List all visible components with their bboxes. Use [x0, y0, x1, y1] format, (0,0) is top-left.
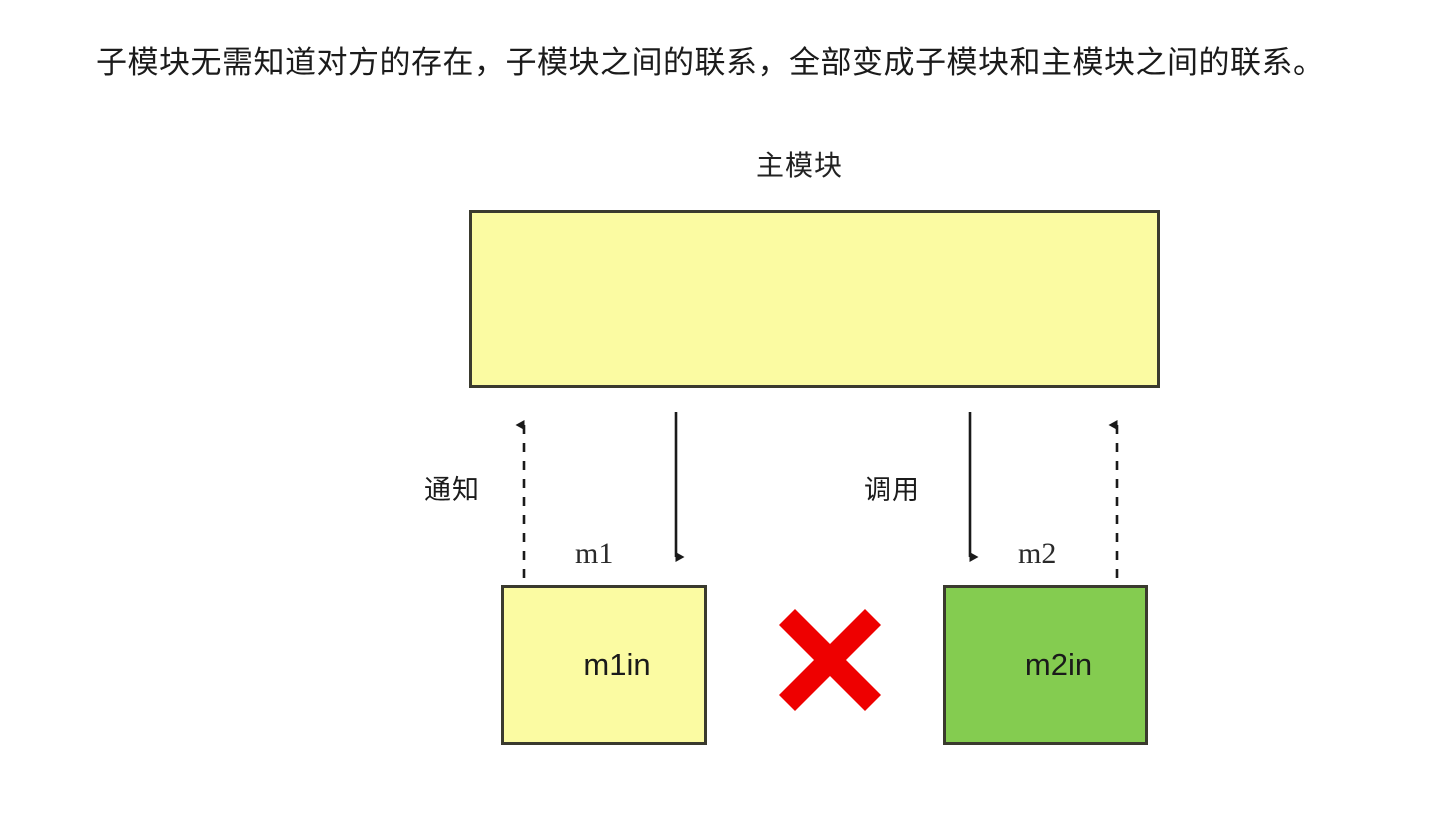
sub-module-box-m1in: m1in [501, 585, 707, 745]
red-x-icon [779, 609, 881, 711]
sub-module-box-m1in-text: m1in [583, 647, 651, 682]
main-module-box [469, 210, 1160, 388]
sub-module-box-m2in: m2in [943, 585, 1148, 745]
main-module-caption: 主模块 [756, 150, 844, 181]
sub-module-label-m2: m2 [1018, 537, 1057, 570]
page-title: 子模块无需知道对方的存在，子模块之间的联系，全部变成子模块和主模块之间的联系。 [96, 45, 1325, 80]
sub-module-label-m1: m1 [575, 537, 614, 570]
sub-module-box-m2in-text: m2in [1024, 647, 1093, 682]
edge-label-notify: 通知 [424, 475, 480, 505]
edge-label-invoke: 调用 [864, 475, 920, 505]
